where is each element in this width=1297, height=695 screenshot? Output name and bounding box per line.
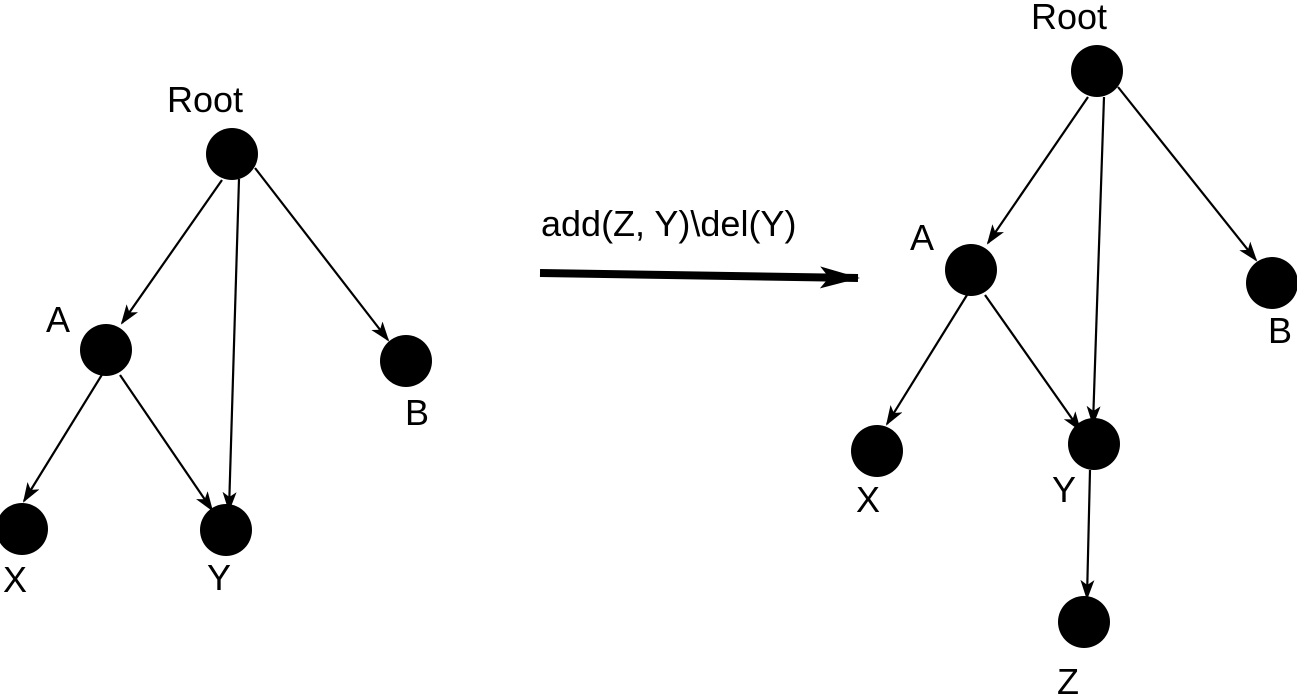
edge-after-root-to-y: [1086, 96, 1106, 426]
node-before-root: [206, 128, 258, 180]
node-after-a: [945, 244, 997, 296]
before-labels: Root A B X Y: [3, 79, 429, 600]
label-before-a: A: [46, 299, 70, 340]
edge-after-a-to-y: [984, 294, 1082, 432]
before-nodes: [0, 128, 432, 556]
label-after-a: A: [910, 217, 934, 258]
label-after-root: Root: [1031, 0, 1107, 37]
edge-after-root-to-a: [986, 96, 1089, 245]
edge-before-a-to-y: [119, 374, 214, 512]
edge-before-root-to-a: [120, 179, 223, 325]
label-before-root: Root: [167, 79, 243, 120]
label-before-b: B: [405, 392, 429, 433]
node-before-x: [0, 503, 48, 555]
label-after-b: B: [1268, 310, 1292, 351]
edge-after-y-to-z: [1080, 469, 1095, 600]
node-before-a: [80, 324, 132, 376]
node-after-root: [1071, 45, 1123, 97]
before-edges: [22, 167, 390, 512]
transformation-arrow: [539, 266, 860, 289]
operation-label: add(Z, Y)\del(Y): [541, 203, 796, 244]
after-edges: [885, 86, 1258, 600]
label-after-y: Y: [1052, 469, 1076, 510]
node-after-x: [851, 425, 903, 477]
label-before-y: Y: [207, 557, 231, 598]
label-after-x: X: [856, 479, 880, 520]
node-before-b: [380, 335, 432, 387]
label-after-z: Z: [1057, 661, 1079, 695]
node-after-y: [1068, 418, 1120, 470]
edge-after-root-to-b: [1117, 86, 1258, 262]
edge-after-a-to-x: [885, 294, 968, 426]
transformation-arrow-group: add(Z, Y)\del(Y): [539, 203, 860, 289]
node-before-y: [200, 504, 252, 556]
edge-before-root-to-y: [222, 178, 241, 512]
before-graph: Root A B X Y: [0, 79, 432, 600]
after-graph: Root A B X Y Z: [851, 0, 1297, 695]
after-nodes: [851, 45, 1297, 648]
node-after-b: [1246, 257, 1297, 309]
edge-before-root-to-b: [254, 167, 390, 342]
edge-before-a-to-x: [22, 372, 104, 503]
node-after-z: [1058, 596, 1110, 648]
after-labels: Root A B X Y Z: [856, 0, 1292, 695]
label-before-x: X: [3, 559, 27, 600]
